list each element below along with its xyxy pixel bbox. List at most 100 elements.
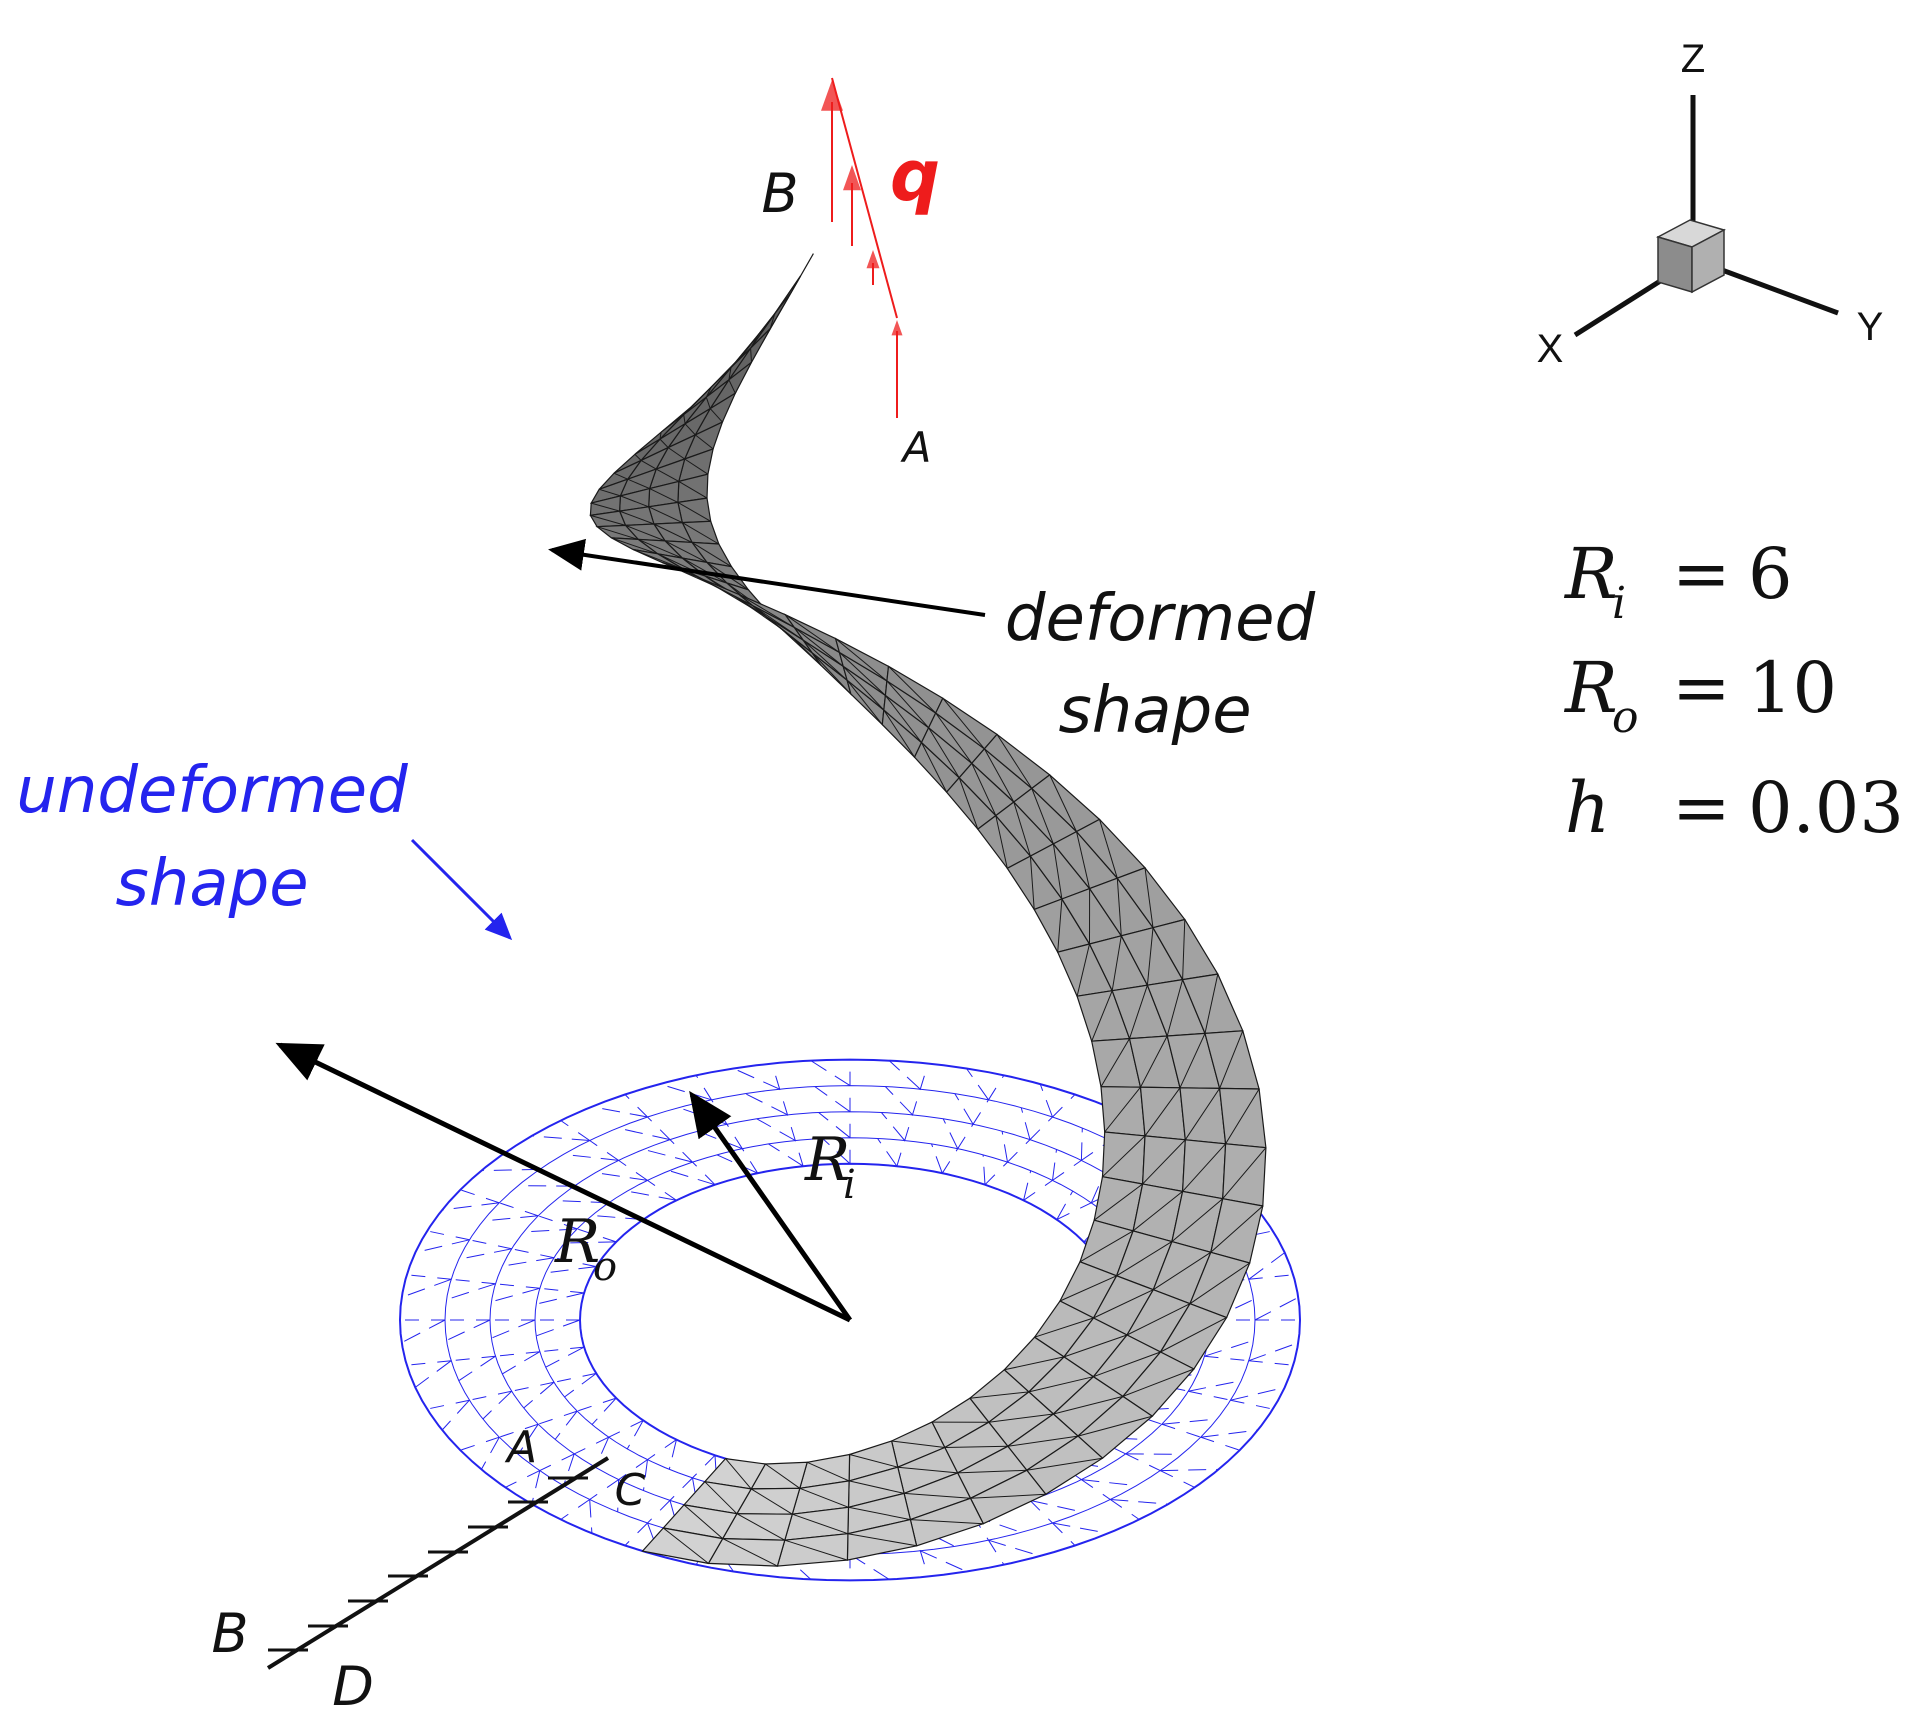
deformed-shell-diagonal [921, 742, 948, 793]
deformed-shell-diagonal [684, 458, 709, 475]
deformed-shell-diagonal [785, 614, 840, 653]
deformed-shell-diagonal [839, 652, 886, 696]
undeformed-mesh-edge [1230, 1399, 1274, 1410]
deformed-shell-diagonal [910, 1519, 984, 1525]
deformed-shell-diagonal [969, 1391, 1029, 1399]
deformed-shell-diagonal [1171, 1198, 1224, 1242]
svg-text:h: h [1565, 767, 1610, 849]
deformed-shell-diagonal [1222, 1147, 1267, 1200]
undeformed-mesh-edge [1248, 1360, 1294, 1366]
deformed-shell-diagonal [1111, 935, 1122, 991]
undeformed-mesh-edge [446, 1319, 491, 1341]
deformed-shell-diagonal [1160, 1317, 1227, 1353]
deformed-shell-diagonal [904, 1492, 971, 1499]
undeformed-mesh-edge [888, 1060, 921, 1090]
undeformed-mesh-edge [877, 1138, 898, 1167]
deformed-shell-diagonal [1007, 1435, 1079, 1447]
deformed-shell-diagonal [662, 1527, 709, 1564]
undeformed-mesh-edge [539, 1287, 585, 1294]
undeformed-mesh-edge [1023, 1179, 1053, 1201]
undeformed-mesh-edge [692, 1454, 716, 1479]
undeformed-mesh-edge [1039, 1083, 1053, 1118]
undeformed-mesh-edge [1080, 1127, 1083, 1161]
undeformed-mesh-edge [539, 1346, 585, 1353]
deformed-shell-diagonal [891, 1440, 945, 1448]
undeformed-mesh-edge [972, 1099, 989, 1125]
undeformed-mesh-edge [499, 1202, 539, 1217]
deformed-shell-diagonal [1063, 1334, 1128, 1358]
undeformed-mesh-edge [589, 1479, 619, 1500]
undeformed-mesh-edge [595, 1172, 648, 1181]
deformed-shell-diagonal [1059, 1275, 1117, 1302]
undeformed-mesh-edge [966, 1068, 989, 1101]
undeformed-mesh-edge [643, 1148, 693, 1163]
deformed-shell-diagonal [599, 488, 621, 497]
undeformed-mesh-edge [564, 1372, 597, 1398]
undeformed-mesh-edge [406, 1274, 452, 1280]
undeformed-mesh-edge [1056, 1202, 1092, 1221]
undeformed-mesh-edge [756, 1118, 796, 1141]
undeformed-mesh-edge [669, 1170, 716, 1186]
undeformed-mesh-edge [460, 1436, 500, 1451]
undeformed-mesh-edge [577, 1228, 617, 1243]
undeformed-mesh-edge [545, 1266, 597, 1274]
deformed-shell-diagonal [634, 453, 642, 461]
deformed-shell-diagonal [591, 502, 620, 512]
undeformed-mesh-edge [643, 1459, 648, 1491]
deformed-shell-diagonal [1093, 1183, 1143, 1221]
y-axis-line [1721, 267, 1839, 316]
svg-text:R: R [1563, 647, 1618, 729]
load-arrow-head [866, 250, 880, 269]
deformed-shell-diagonal [885, 695, 922, 743]
clamp-hatch [268, 1476, 588, 1652]
deformed-shell-diagonal [611, 537, 658, 555]
load-label: q [890, 135, 940, 217]
undeformed-mesh-edge [1248, 1274, 1294, 1280]
undeformed-mesh-edge [1007, 1139, 1031, 1163]
undeformed-mesh-edge [957, 1123, 974, 1149]
undeformed-mesh-edge [491, 1287, 540, 1303]
deformed-shell-diagonal [886, 680, 929, 729]
deformed-shell-diagonal [792, 1513, 849, 1535]
undeformed-pointer-arrow [410, 838, 513, 941]
undeformed-label-line1: undeformed [16, 754, 408, 828]
svg-text:i: i [1612, 578, 1626, 629]
undeformed-mesh-edge [531, 1135, 590, 1141]
undeformed-mesh-edge [659, 1083, 712, 1101]
undeformed-mesh-edge [1029, 1499, 1083, 1513]
undeformed-mesh-edge [563, 1153, 619, 1161]
deformed-shell-diagonal [811, 652, 852, 695]
load-arrow-head [821, 80, 843, 111]
y-axis-label: Y [1857, 305, 1884, 349]
deformed-shell-diagonal [849, 1454, 898, 1468]
deformed-shell-diagonal [799, 1487, 849, 1508]
undeformed-mesh-edge [502, 1257, 555, 1267]
deformed-shell-element [1218, 1087, 1267, 1149]
svg-text:10: 10 [1748, 647, 1837, 729]
svg-text:=: = [1672, 767, 1731, 849]
undeformed-mesh-edge [482, 1215, 539, 1222]
undeformed-mesh-edge [560, 1499, 590, 1520]
undeformed-mesh-edge [451, 1355, 496, 1362]
undeformed-mesh-edge [647, 1500, 671, 1524]
deformed-shell-diagonal [1116, 878, 1122, 936]
undeformed-mesh-edge [481, 1168, 540, 1172]
undeformed-mesh-edge [536, 1319, 581, 1337]
deformed-shell-diagonal [1093, 1289, 1154, 1319]
outer-radius-arrow [275, 1042, 852, 1323]
deformed-shell-diagonal [848, 1506, 911, 1521]
deformed-shell-element [728, 328, 771, 381]
undeformed-mesh-edge [563, 1453, 575, 1486]
load-arrows [821, 77, 903, 418]
undeformed-mesh-edge [988, 1539, 1005, 1565]
undeformed-mesh-edge [545, 1346, 585, 1368]
outer-radius-label: R o [554, 1207, 617, 1290]
undeformed-mesh-edge [818, 1112, 851, 1139]
deformed-shell-diagonal [750, 348, 752, 363]
outer-radius-symbol: R [554, 1207, 600, 1277]
undeformed-mesh-edge [406, 1360, 452, 1366]
undeformed-mesh-edge [573, 1436, 609, 1455]
undeformed-mesh-edge [1052, 1522, 1109, 1534]
deformed-shell-diagonal [664, 540, 708, 563]
undeformed-mesh-edge [517, 1423, 539, 1455]
